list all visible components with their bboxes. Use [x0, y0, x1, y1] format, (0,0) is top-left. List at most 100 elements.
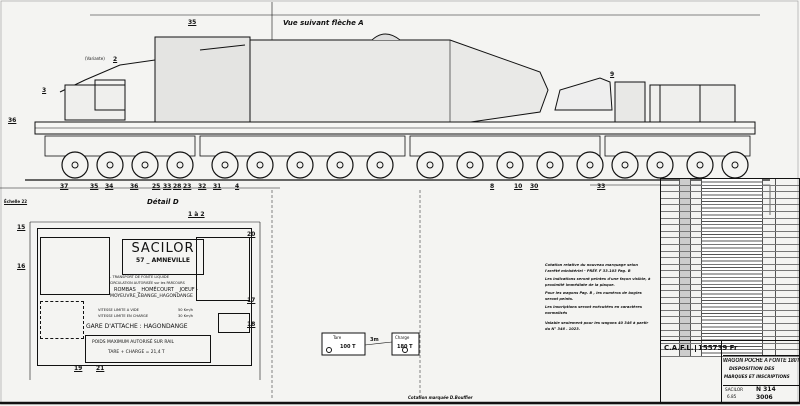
part-number: 32: [198, 183, 207, 190]
part-number: 30: [530, 183, 539, 190]
wheel-hub: [621, 161, 629, 169]
parts-list-row: [661, 343, 799, 351]
wheel-hub: [376, 161, 384, 169]
parts-list-row: [661, 198, 799, 206]
parts-list-row: [661, 244, 799, 252]
detail-number: 19: [74, 365, 83, 372]
parts-list-row: [661, 277, 799, 285]
scale-note: 1 à 2: [188, 211, 205, 218]
detail-number: 15: [17, 224, 26, 231]
maker: C.A.F.L.: [664, 344, 694, 352]
title-block: C.A.F.L. 155739 Fr WAGON POCHE A FONTE 1…: [660, 340, 800, 404]
parts-list-row: [661, 205, 799, 212]
wheel: [576, 151, 604, 179]
parts-list-row: [661, 291, 799, 298]
wheel: [366, 151, 394, 179]
tare-plate: [321, 332, 366, 356]
speed-empty-value: 50 Km/h: [178, 308, 194, 312]
wheel-hub: [506, 161, 514, 169]
wheel: [611, 151, 639, 179]
title-line2: DISPOSITION DES: [729, 367, 775, 372]
note: Cotation relative du nouveau marquage se…: [545, 263, 638, 273]
hood-structure: [154, 36, 251, 123]
part-number: 36: [130, 183, 139, 190]
wheel-hub: [176, 161, 184, 169]
parts-list-row: [661, 225, 799, 232]
wheel-hub: [141, 161, 149, 169]
parts-list-row: [661, 324, 799, 331]
wheel-hub: [256, 161, 264, 169]
parts-list-row: [661, 192, 799, 199]
company-name: SACILOR: [131, 241, 195, 256]
note: Les indications seront peintes d'une faç…: [545, 277, 651, 287]
plaque-line2: CIRCULATION AUTORISÉE sur les PARCOURS: [110, 281, 185, 285]
detail-number: 16: [17, 263, 26, 270]
wheel: [96, 151, 124, 179]
part-number: 33: [163, 183, 172, 190]
part-number: 37: [60, 183, 69, 190]
part-number: 34: [105, 183, 114, 190]
wheel: [536, 151, 564, 179]
wheel: [496, 151, 524, 179]
wheel: [246, 151, 274, 179]
company-box: SACILOR 57 _ AMNEVILLE: [122, 239, 204, 275]
max-weight-box: POIDS MAXIMUM AUTORISÉ SUR RAIL TARE + C…: [85, 335, 211, 363]
part-number: 8: [490, 183, 495, 190]
plaque-line4: MOYEUVRE_ÉBANGE_HAGONDANGE: [110, 294, 193, 299]
detail-label: Détail D: [147, 198, 179, 206]
parts-list-row: [661, 179, 799, 186]
wheel-hub: [546, 161, 554, 169]
part-number: 2: [113, 56, 118, 63]
parts-list-row: [661, 284, 799, 292]
part-number: 25: [152, 183, 161, 190]
tare-plate-tag: Tare: [333, 335, 342, 340]
wheel: [131, 151, 159, 179]
part-number: 36: [8, 117, 17, 124]
note: Pour les wagons Pag. B , les numéros de …: [545, 291, 642, 301]
version-label: (Variante): [85, 56, 105, 61]
plaque-line3: ROMBAS _ HOMÉCOURT _ JOEUF -: [114, 287, 199, 293]
speed-loaded-label: VITESSE LIMITE EN CHARGE: [98, 314, 149, 318]
parts-list-row: [661, 330, 799, 338]
part-number: 23: [183, 183, 192, 190]
wheel-hub: [106, 161, 114, 169]
parts-list-row: [661, 251, 799, 259]
detail-number: 21: [96, 365, 105, 372]
date: 6.85: [727, 394, 737, 399]
wheel-hub: [336, 161, 344, 169]
note: Valable seulement pour les wagons 40 346…: [545, 321, 649, 331]
max-weight-label: POIDS MAXIMUM AUTORISÉ SUR RAIL: [92, 340, 174, 345]
wheel: [456, 151, 484, 179]
home-station: GARE D'ATTACHE : HAGONDANGE: [86, 323, 188, 330]
parts-list-row: [661, 258, 799, 265]
wheel-hub: [221, 161, 229, 169]
wheel-hub: [71, 161, 79, 169]
wheel-hub: [731, 161, 739, 169]
parts-list-row: [661, 264, 799, 272]
title-line1: WAGON POCHE A FONTE 180T: [723, 358, 800, 364]
part-number: 4: [235, 183, 240, 190]
torpedo-ladle-body: [249, 39, 549, 126]
wheel-hub: [466, 161, 474, 169]
right-machinery: [649, 84, 736, 126]
parts-list-row: [661, 317, 799, 325]
parts-list-row: [661, 304, 799, 311]
note: Les inscriptions seront exécutées en car…: [545, 305, 642, 315]
wheel: [721, 151, 749, 179]
wheel-hub: [296, 161, 304, 169]
location-prefix: 57 _: [136, 257, 150, 264]
wheel-hub: [656, 161, 664, 169]
parts-list-row: [661, 238, 799, 245]
sub-number: 3006: [756, 394, 773, 401]
wheel: [416, 151, 444, 179]
view-label: Vue suivant flèche A: [283, 19, 364, 27]
wheel-hub: [426, 161, 434, 169]
speed-empty-label: VITESSE LIMITE A VIDE: [98, 308, 139, 312]
client: SACILOR: [725, 387, 744, 392]
wheel-group: [61, 151, 749, 179]
parts-list-row: [661, 185, 799, 193]
max-weight-value: TARE + CHARGE = 21,4 T: [108, 350, 165, 355]
wheel: [686, 151, 714, 179]
